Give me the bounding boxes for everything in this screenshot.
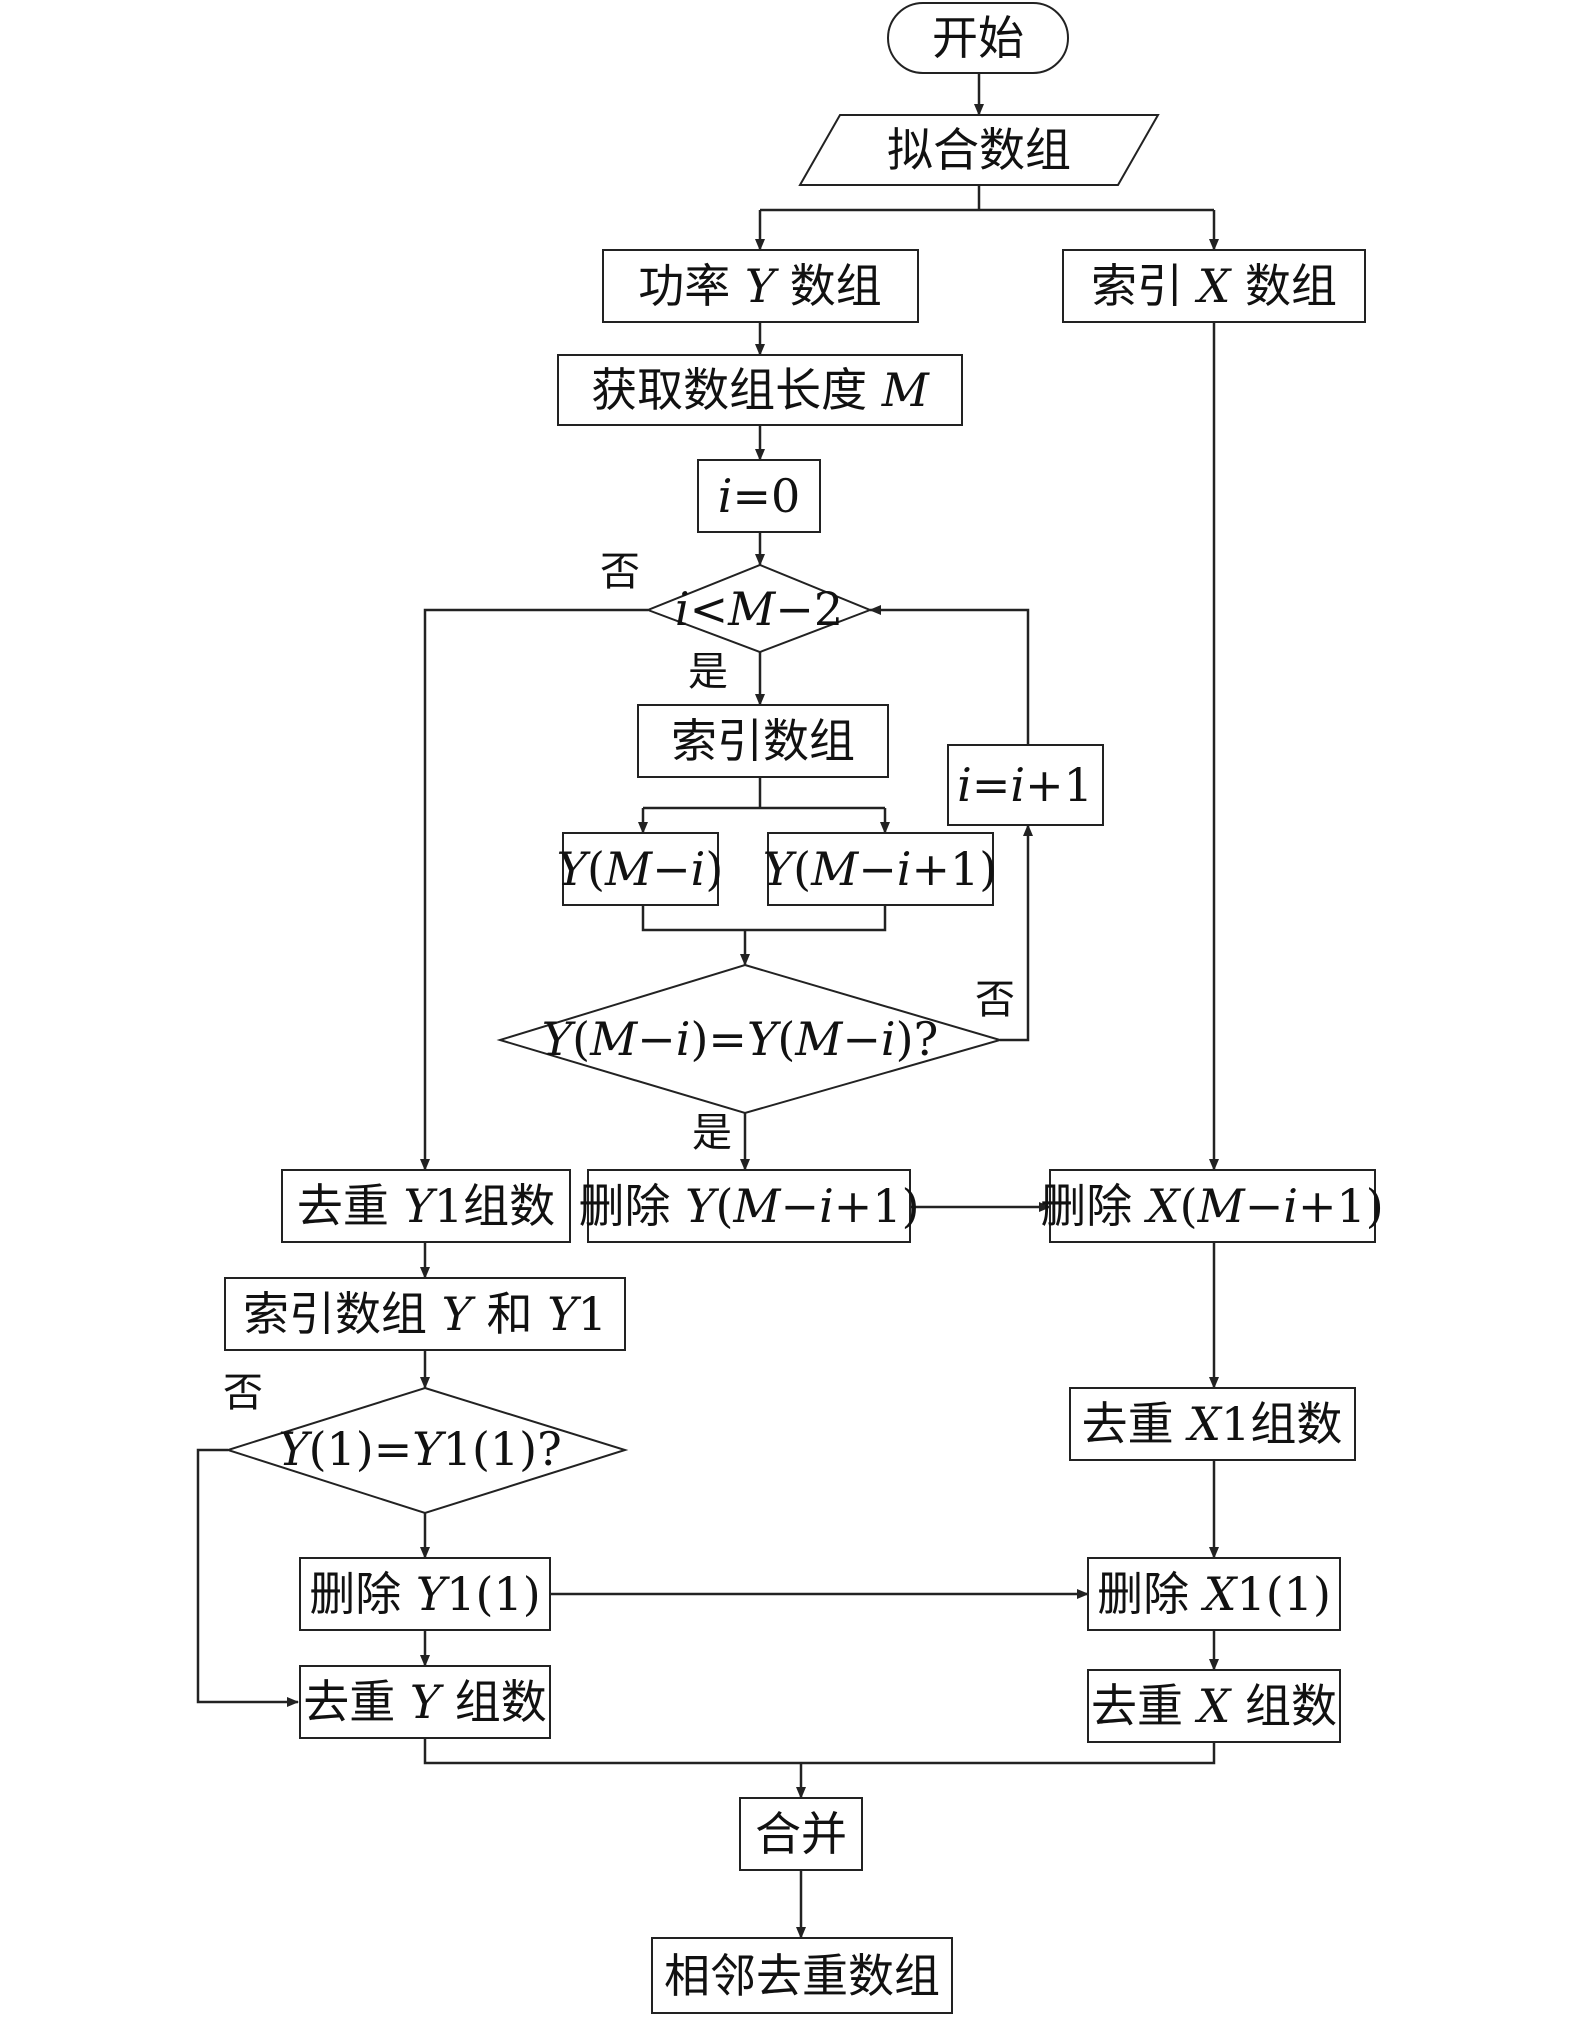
node-merge-shape [739,1797,863,1871]
node-delYMi1-shape [587,1169,911,1243]
node-dedupX: 去重 X 组数 [1091,1679,1337,1733]
edge-indexArr-split [643,777,885,810]
node-result-shape [651,1937,953,2014]
edge-join-cond2 [641,905,887,965]
node-delX11-shape [1087,1557,1341,1631]
node-init-shape [697,459,821,533]
node-cond3-shape [224,1386,629,1515]
edges [196,73,1219,1939]
edge-labels: 否 是 否 是 否 [223,549,1015,1416]
node-dedupX1-shape [1069,1387,1356,1461]
edge-cond1-no-dedupY1 [420,608,648,1171]
node-indexArr: 索引数组 [671,714,855,768]
node-dedupY1-shape [281,1169,571,1243]
node-getLen-shape [557,354,963,426]
node-inc: i=i+1 [957,758,1093,812]
node-yMi1: Y(M−i+1) [763,842,997,896]
node-delX11: 删除 X1(1) [1097,1567,1331,1621]
node-delY11: 删除 Y1(1) [309,1567,540,1621]
node-indexYY1: 索引数组 Y 和 Y1 [243,1287,607,1341]
node-dedupX1: 去重 X1组数 [1082,1397,1343,1451]
node-powerY: 功率 Y 数组 [638,259,882,313]
node-indexX: 索引 X 数组 [1091,259,1337,313]
node-yMi1-shape [767,832,994,906]
node-yMi-shape [562,832,719,906]
node-cond2: Y(M−i)=Y(M−i)? [542,1012,939,1066]
node-start: 开始 [932,11,1024,65]
label-cond1-no: 否 [600,549,640,595]
node-fit-shape [798,114,1160,186]
node-dedupX-shape [1087,1669,1341,1743]
node-indexX-shape [1062,249,1366,323]
node-delY11-shape [299,1557,551,1631]
edge-cond3-no-dedupY [196,1448,299,1707]
label-cond2-yes: 是 [692,1110,732,1156]
node-dedupY1: 去重 Y1组数 [297,1179,555,1233]
node-cond1-shape [645,563,873,654]
node-init: i=0 [718,469,801,523]
node-indexArr-shape [637,704,889,778]
edge-inc-cond1 [869,605,1030,745]
node-delYMi1: 删除 Y(M−i+1) [578,1179,919,1233]
node-powerY-shape [602,249,919,323]
label-cond3-no: 否 [223,1370,263,1416]
node-cond2-shape [496,963,1004,1115]
node-getLen: 获取数组长度 M [591,363,931,417]
edge-dedups-merge [423,1738,1216,1798]
edge-cond2-no-inc [1000,824,1033,1042]
node-yMi: Y(M−i) [557,842,724,896]
label-cond2-no: 否 [975,977,1015,1023]
node-delXMi1: 删除 X(M−i+1) [1040,1179,1383,1233]
node-cond1: i<M−2 [675,582,843,636]
node-inc-shape [947,744,1104,826]
edge-fit-split [760,185,1214,212]
label-cond1-yes: 是 [688,649,728,695]
nodes: 开始 拟合数组 功率 Y 数组 索引 X 数组 获取数组长度 M i=0 i<M… [224,2,1384,2014]
node-delXMi1-shape [1049,1169,1376,1243]
node-dedupY: 去重 Y 组数 [303,1675,547,1729]
node-fit: 拟合数组 [887,123,1071,177]
node-start-shape [887,2,1069,74]
node-cond3: Y(1)=Y1(1)? [278,1422,562,1476]
node-indexYY1-shape [224,1277,626,1351]
node-merge: 合并 [755,1807,847,1861]
node-dedupY-shape [299,1665,551,1739]
node-result: 相邻去重数组 [664,1949,940,2003]
